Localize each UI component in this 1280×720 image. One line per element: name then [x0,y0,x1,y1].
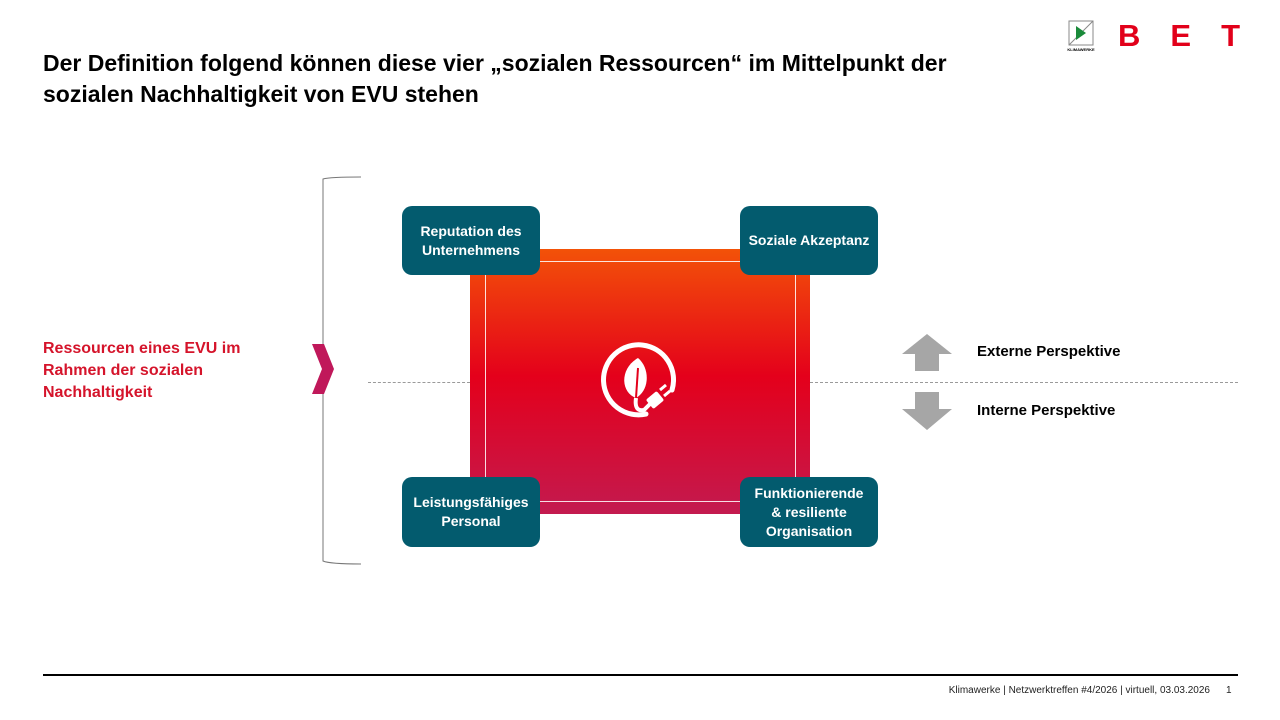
svg-text:KLIMAWERKE: KLIMAWERKE [1067,47,1095,52]
resource-personnel: Leistungsfähiges Personal [402,477,540,547]
slide-title: Der Definition folgend können diese vier… [43,50,947,107]
resource-reputation: Reputation des Unternehmens [402,206,540,275]
center-square-frame [485,261,796,502]
brace-bracket [312,176,362,565]
resource-social-acceptance: Soziale Akzeptanz [740,206,878,275]
footer-divider [43,674,1238,676]
resource-organisation: Funktionierende & resiliente Organisatio… [740,477,878,547]
bet-logo: B E T [1118,20,1240,48]
arrow-up-icon [902,334,952,371]
divider-dashed-right [810,382,1238,383]
leaf-plug-icon [601,342,677,418]
footer-text: Klimawerke | Netzwerktreffen #4/2026 | v… [948,685,1210,696]
klimawerke-logo: KLIMAWERKE [1067,20,1095,52]
internal-perspective-label: Interne Perspektive [977,402,1116,419]
external-perspective-label: Externe Perspektive [977,343,1121,360]
divider-dashed-left [368,382,470,383]
side-label: Ressourcen eines EVU im Rahmen der sozia… [43,340,241,401]
chevron-right-icon [312,344,334,394]
page-number: 1 [1226,685,1232,696]
svg-text:B E T: B E T [1118,20,1240,48]
arrow-down-icon [902,392,952,430]
